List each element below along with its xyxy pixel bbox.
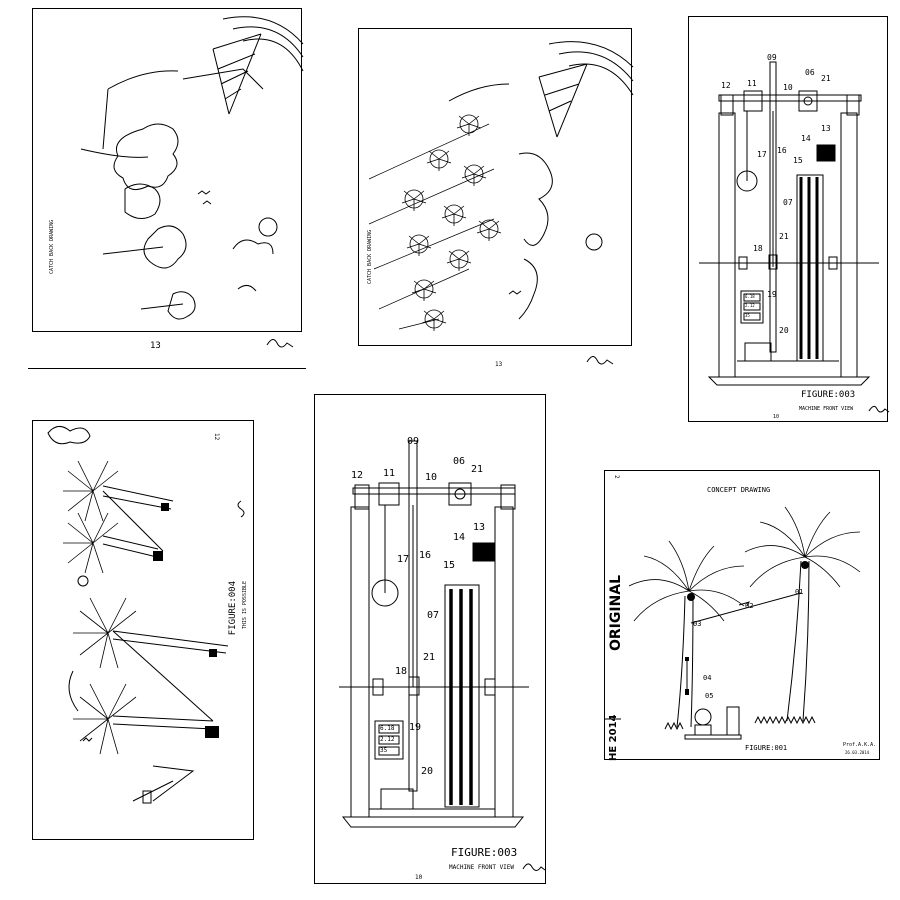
sheet-3-label-09: 09 bbox=[767, 53, 777, 62]
sheet-6-concept-drawing: CONCEPT DRAWING 01 02 03 04 05 FIGURE:00… bbox=[604, 470, 880, 761]
sheet-3-label-15: 15 bbox=[793, 156, 803, 165]
sheet-3-label-18: 18 bbox=[753, 244, 763, 253]
sheet-5-label-07: 07 bbox=[427, 610, 440, 621]
sheet-6-date: 26.03.2014 bbox=[845, 750, 870, 755]
sheet-5-label-18: 18 bbox=[395, 666, 408, 677]
sheet-5-label-09: 09 bbox=[407, 436, 420, 447]
sheet-5-label-11: 11 bbox=[383, 468, 396, 479]
sheet-3-label-11: 11 bbox=[747, 79, 757, 88]
sheet-4-page-number: 12 bbox=[213, 433, 220, 441]
sheet-4-figure-title: FIGURE:004 bbox=[228, 581, 238, 636]
sheet-5-subtitle: MACHINE FRONT VIEW bbox=[449, 864, 515, 871]
sheet-3-machine-front-view-small: 12 11 09 10 06 21 17 16 14 13 15 07 18 2… bbox=[688, 16, 890, 422]
sheet-6-label-01: 01 bbox=[795, 588, 804, 596]
sheet-4-illustration bbox=[47, 426, 229, 804]
sheet-1-tree-rope-drawing: CATCH BACK DRAWING bbox=[32, 8, 304, 332]
sheet-5-label-10: 10 bbox=[425, 472, 438, 483]
sheet-3-label-14: 14 bbox=[801, 134, 811, 143]
sheet-3-label-21b: 21 bbox=[779, 232, 789, 241]
sheet-3-label-12: 12 bbox=[721, 81, 731, 90]
sheet-3-label-13: 13 bbox=[821, 124, 831, 133]
sheet-3-display-3: 35 bbox=[745, 313, 750, 318]
sheet-3-label-19: 19 bbox=[767, 290, 777, 299]
sheet-5-figure-title: FIGURE:003 bbox=[451, 846, 518, 859]
sheet-5-label-16: 16 bbox=[419, 550, 432, 561]
sheet-3-label-16: 16 bbox=[777, 146, 787, 155]
sheet-4-figure-004: 12 FIGURE:004 THIS IS POSSIBLE bbox=[32, 420, 254, 840]
sheet-3-label-10: 10 bbox=[783, 83, 793, 92]
sheet-5-label-17: 17 bbox=[397, 554, 410, 565]
sheet-5-machine-front-view-large: 12 11 09 10 06 21 17 16 14 13 15 07 18 2… bbox=[314, 394, 546, 884]
sheet-3-subtitle: MACHINE FRONT VIEW bbox=[799, 406, 854, 412]
sheet-5-label-14: 14 bbox=[453, 532, 466, 543]
sheet-6-page-number: 2 bbox=[613, 475, 620, 479]
sheet-5-label-15: 15 bbox=[443, 560, 456, 571]
sheet-5-label-19: 19 bbox=[409, 722, 422, 733]
sheet-6-illustration bbox=[605, 506, 861, 740]
sheet-2-page-number: 13 bbox=[495, 361, 503, 368]
sheet-6-stamp-year: HE 2014 bbox=[608, 714, 619, 761]
sheet-1-page-number: 13 bbox=[150, 341, 161, 351]
svg-text:CATCH BACK DRAWING: CATCH BACK DRAWING bbox=[49, 220, 55, 274]
sheet-4-subtitle: THIS IS POSSIBLE bbox=[242, 581, 248, 630]
sheet-6-figure-title: FIGURE:001 bbox=[745, 744, 788, 752]
sheet-3-display-2: 2.12 bbox=[745, 303, 755, 308]
sheet-6-signature: Prof.A.K.A. bbox=[843, 742, 877, 748]
sheet-5-display-3: 35 bbox=[380, 747, 388, 754]
sheet-5-machine-diagram bbox=[339, 440, 529, 828]
sheet-3-label-07: 07 bbox=[783, 198, 793, 207]
sheet-2-palm-rope-drawing: CATCH BACK DRAWING bbox=[358, 28, 634, 346]
sheet-5-label-06: 06 bbox=[453, 456, 466, 467]
sheet-3-machine-diagram bbox=[699, 61, 879, 386]
sheet-3-label-17: 17 bbox=[757, 150, 767, 159]
sheet-3-label-20: 20 bbox=[779, 326, 789, 335]
sheet-3-figure-title: FIGURE:003 bbox=[801, 390, 856, 400]
sheet-5-display-2: 2.12 bbox=[380, 736, 395, 743]
sheet-3-label-21a: 21 bbox=[821, 74, 831, 83]
sheet-6-title: CONCEPT DRAWING bbox=[707, 486, 771, 494]
sheet-1-illustration: CATCH BACK DRAWING bbox=[49, 16, 304, 320]
sheet-2-illustration: CATCH BACK DRAWING bbox=[367, 41, 634, 331]
sheet-5-display-1: 6.18 bbox=[380, 725, 395, 732]
sheet-6-original-stamp: ORIGINAL bbox=[608, 574, 624, 651]
sheet-6-label-04: 04 bbox=[703, 674, 712, 682]
sheet-1-rule-line bbox=[28, 368, 306, 369]
sheet-5-page-number: 10 bbox=[415, 874, 423, 881]
sheet-3-label-06: 06 bbox=[805, 68, 815, 77]
sheet-5-label-21a: 21 bbox=[471, 464, 484, 475]
sheet-6-label-05: 05 bbox=[705, 692, 714, 700]
sheet-6-label-02: 02 bbox=[745, 602, 754, 610]
sheet-3-page-number: 10 bbox=[773, 414, 780, 420]
sheet-3-display-1: 6.18 bbox=[745, 294, 755, 299]
sheet-5-label-21b: 21 bbox=[423, 652, 436, 663]
sheet-5-label-13: 13 bbox=[473, 522, 486, 533]
svg-text:CATCH BACK DRAWING: CATCH BACK DRAWING bbox=[367, 230, 373, 284]
sheet-5-label-12: 12 bbox=[351, 470, 364, 481]
sheet-5-label-20: 20 bbox=[421, 766, 434, 777]
sheet-6-label-03: 03 bbox=[693, 620, 702, 628]
